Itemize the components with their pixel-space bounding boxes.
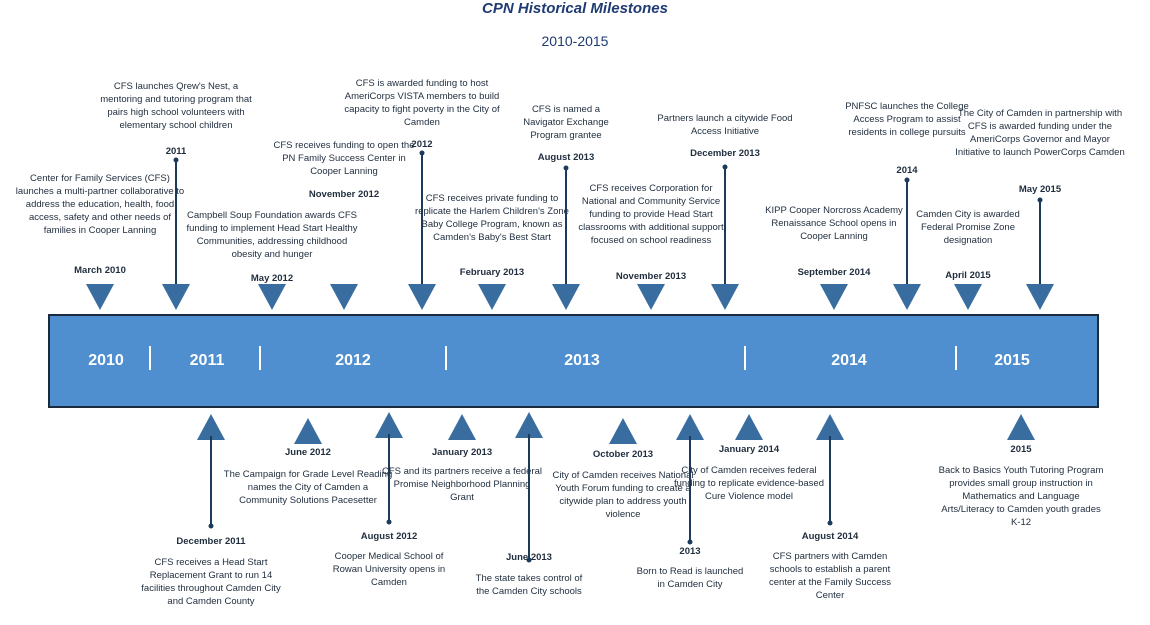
milestone-text: CFS and its partners receive a federal P… xyxy=(382,466,542,503)
milestone-stem xyxy=(829,436,831,523)
milestone-date: December 2013 xyxy=(690,148,760,159)
milestone-marker xyxy=(197,414,225,440)
milestone-text: CFS receives a Head Start Replacement Gr… xyxy=(141,557,281,607)
milestone-stem xyxy=(1039,200,1041,288)
milestone-text: City of Camden receives federal funding … xyxy=(674,465,824,502)
milestone-text: Back to Basics Youth Tutoring Program pr… xyxy=(938,465,1104,528)
milestone-date: June 2013 xyxy=(506,552,552,563)
milestone-text: Cooper Medical School of Rowan Universit… xyxy=(332,551,446,588)
milestone-stem xyxy=(175,160,177,288)
milestone-marker xyxy=(735,414,763,440)
milestone-text: CFS partners with Camden schools to esta… xyxy=(769,551,891,601)
milestone-text: CFS is named a Navigator Exchange Progra… xyxy=(523,104,609,141)
milestone-marker xyxy=(86,284,114,310)
milestone-text: Campbell Soup Foundation awards CFS fund… xyxy=(186,210,358,260)
milestone-marker xyxy=(552,284,580,310)
milestone-marker xyxy=(162,284,190,310)
milestone-text: Partners launch a citywide Food Access I… xyxy=(657,113,793,137)
year-label: 2015 xyxy=(994,352,1030,369)
milestone-marker xyxy=(820,284,848,310)
page-subtitle: 2010-2015 xyxy=(541,33,609,49)
milestone-text: Camden City is awarded Federal Promise Z… xyxy=(916,209,1020,246)
milestone-stem xyxy=(689,436,691,542)
milestone-marker xyxy=(816,414,844,440)
milestone-marker xyxy=(711,284,739,310)
milestone-text: CFS receives private funding to replicat… xyxy=(415,193,569,243)
milestone-date: October 2013 xyxy=(592,449,654,460)
milestone-stem xyxy=(421,153,423,288)
milestone-text: CFS is awarded funding to host AmeriCorp… xyxy=(344,78,500,128)
milestone-stem xyxy=(388,434,390,522)
milestone-text: City of Camden receives National Youth F… xyxy=(552,470,694,520)
stem-dot xyxy=(687,539,693,545)
year-separator xyxy=(149,346,151,370)
milestone-marker xyxy=(676,414,704,440)
milestone-date: 2014 xyxy=(896,165,918,176)
milestone-stem xyxy=(724,167,726,288)
milestone-marker xyxy=(609,418,637,444)
year-label: 2011 xyxy=(189,352,225,369)
milestone-date: 2012 xyxy=(411,139,433,150)
milestone-marker xyxy=(478,284,506,310)
milestone-date: January 2013 xyxy=(431,447,493,458)
milestone-text: CFS receives Corporation for National an… xyxy=(578,183,724,246)
milestone-marker xyxy=(448,414,476,440)
milestone-date: May 2015 xyxy=(1018,184,1062,195)
milestone-date: August 2012 xyxy=(360,531,418,542)
milestone-marker xyxy=(408,284,436,310)
milestone-marker xyxy=(1007,414,1035,440)
milestone-text: The City of Camden in partnership with C… xyxy=(955,108,1125,158)
milestone-date: February 2013 xyxy=(459,267,525,278)
milestone-marker xyxy=(954,284,982,310)
milestone-marker xyxy=(637,284,665,310)
milestone-date: 2011 xyxy=(165,146,187,157)
year-separator xyxy=(445,346,447,370)
year-separator xyxy=(259,346,261,370)
year-label: 2014 xyxy=(831,352,867,369)
milestone-date: December 2011 xyxy=(176,536,246,547)
year-separator xyxy=(955,346,957,370)
milestone-text: CFS launches Qrew's Nest, a mentoring an… xyxy=(100,81,252,131)
milestone-stem xyxy=(565,168,567,288)
milestone-text: Born to Read is launched in Camden City xyxy=(636,566,744,590)
milestone-date: May 2012 xyxy=(250,273,294,284)
milestone-date: 2013 xyxy=(679,546,701,557)
milestone-date: 2015 xyxy=(1010,444,1032,455)
stem-dot xyxy=(208,523,214,529)
milestone-date: August 2014 xyxy=(801,531,859,542)
milestone-date: September 2014 xyxy=(797,267,871,278)
milestone-marker xyxy=(375,412,403,438)
milestone-date: November 2013 xyxy=(615,271,687,282)
milestone-marker xyxy=(294,418,322,444)
year-label: 2012 xyxy=(335,352,371,369)
milestone-date: November 2012 xyxy=(308,189,380,200)
milestone-text: PNFSC launches the College Access Progra… xyxy=(845,101,969,138)
milestone-text: The state takes control of the Camden Ci… xyxy=(475,573,583,597)
milestone-marker xyxy=(515,412,543,438)
milestone-text: The Campaign for Grade Level Reading nam… xyxy=(223,469,393,506)
year-separator xyxy=(744,346,746,370)
milestone-stem xyxy=(906,180,908,288)
milestone-date: August 2013 xyxy=(537,152,595,163)
milestone-date: January 2014 xyxy=(718,444,780,455)
milestone-date: March 2010 xyxy=(74,265,126,276)
milestone-stem xyxy=(528,434,530,560)
milestone-text: CFS receives funding to open the PN Fami… xyxy=(273,140,415,177)
year-label: 2013 xyxy=(564,352,600,369)
stem-dot xyxy=(386,519,392,525)
milestone-text: Center for Family Services (CFS) launche… xyxy=(15,173,185,236)
milestone-marker xyxy=(1026,284,1054,310)
page-title: CPN Historical Milestones xyxy=(482,0,668,17)
stem-dot xyxy=(827,520,833,526)
milestone-date: April 2015 xyxy=(945,270,991,281)
milestone-marker xyxy=(893,284,921,310)
milestone-marker xyxy=(258,284,286,310)
timeline-bar xyxy=(48,314,1099,408)
milestone-date: June 2012 xyxy=(285,447,331,458)
milestone-text: KIPP Cooper Norcross Academy Renaissance… xyxy=(765,205,903,242)
stem-dot xyxy=(526,557,532,563)
year-label: 2010 xyxy=(88,352,124,369)
milestone-stem xyxy=(210,436,212,526)
milestone-marker xyxy=(330,284,358,310)
